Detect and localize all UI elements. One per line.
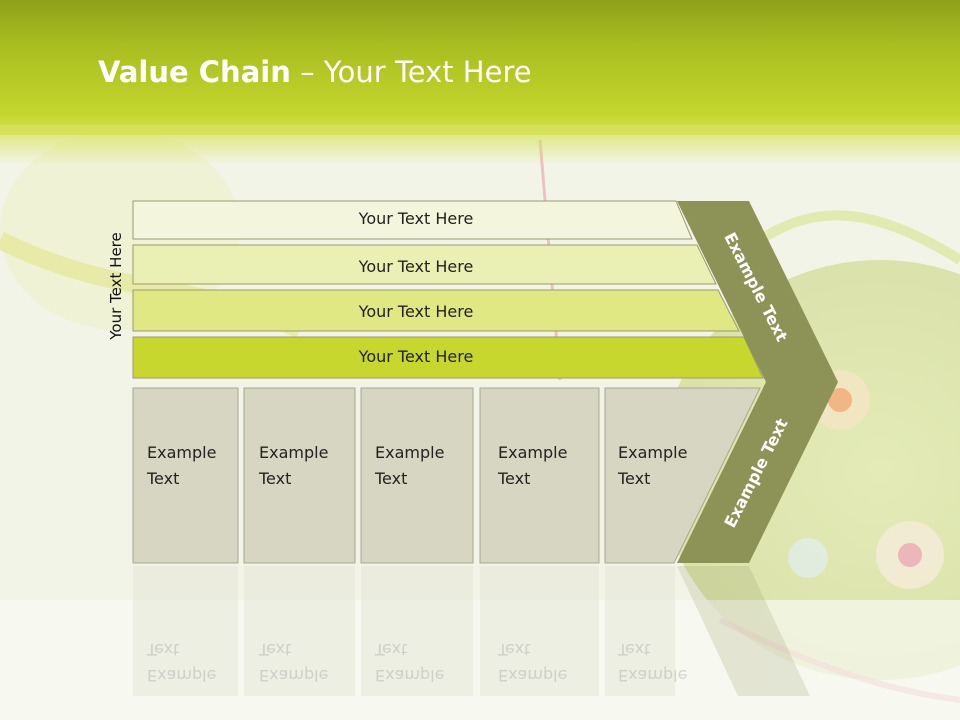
header-fade — [0, 125, 960, 165]
bar-1 — [132, 200, 693, 240]
column-3-line2: Text — [375, 469, 408, 488]
bar-2-label: Your Text Here — [358, 257, 474, 276]
reflection — [133, 566, 810, 696]
column-1-line1: Example — [147, 443, 217, 462]
bar-2 — [132, 244, 717, 285]
column-4-line1: Example — [498, 443, 568, 462]
bar-4 — [132, 336, 764, 379]
column-2-line1: Example — [259, 443, 329, 462]
column-1 — [132, 387, 239, 564]
chevron-arrow — [677, 201, 838, 563]
header-band — [0, 0, 960, 135]
column-5 — [604, 387, 761, 564]
bar-4-label: Your Text Here — [358, 347, 474, 366]
column-3 — [360, 387, 474, 564]
column-3-line1: Example — [375, 443, 445, 462]
column-4-line2: Text — [498, 469, 531, 488]
column-5-line2: Text — [618, 469, 651, 488]
bar-3 — [132, 289, 740, 332]
column-2-line2: Text — [259, 469, 292, 488]
column-4 — [479, 387, 600, 564]
bar-1-label: Your Text Here — [358, 209, 474, 228]
slide-title: Value Chain – Your Text Here — [98, 55, 532, 89]
bar-3-label: Your Text Here — [358, 302, 474, 321]
column-2 — [243, 387, 356, 564]
title-rest: – Your Text Here — [290, 55, 532, 89]
column-5-line1: Example — [618, 443, 688, 462]
title-bold: Value Chain — [98, 55, 291, 89]
column-1-line2: Text — [147, 469, 180, 488]
